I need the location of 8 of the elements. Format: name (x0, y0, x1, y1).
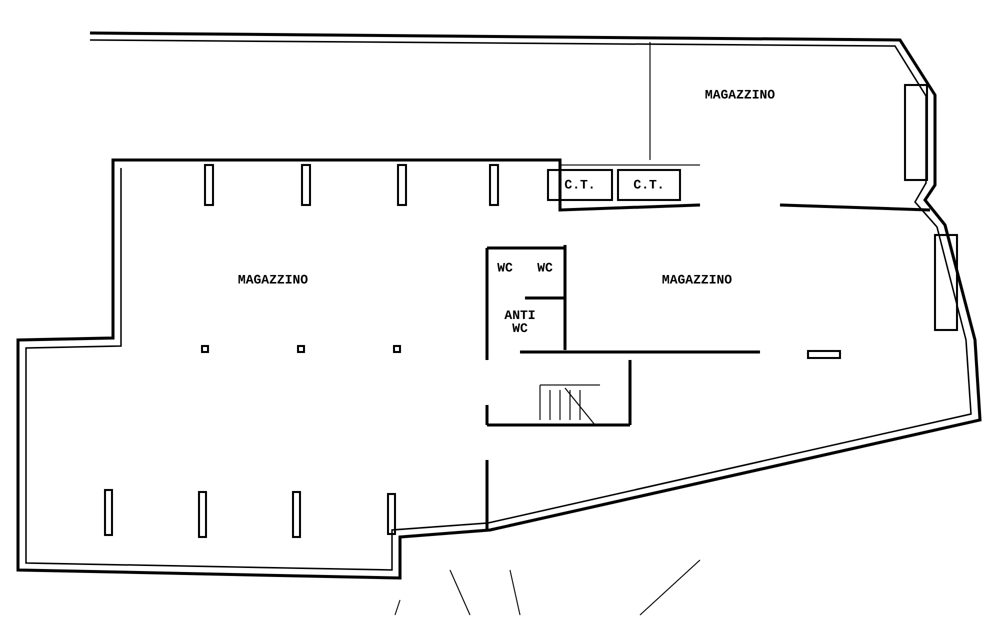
room-label: C.T. (633, 178, 665, 192)
room-label: C.T. (564, 178, 596, 192)
room-label: MAGAZZINO (238, 274, 308, 286)
room-label: ANTI WC (503, 309, 537, 335)
room-label: MAGAZZINO (704, 88, 776, 102)
room-label: WC (497, 262, 513, 274)
room-label: WC (537, 262, 553, 274)
room-label: MAGAZZINO (662, 274, 732, 286)
